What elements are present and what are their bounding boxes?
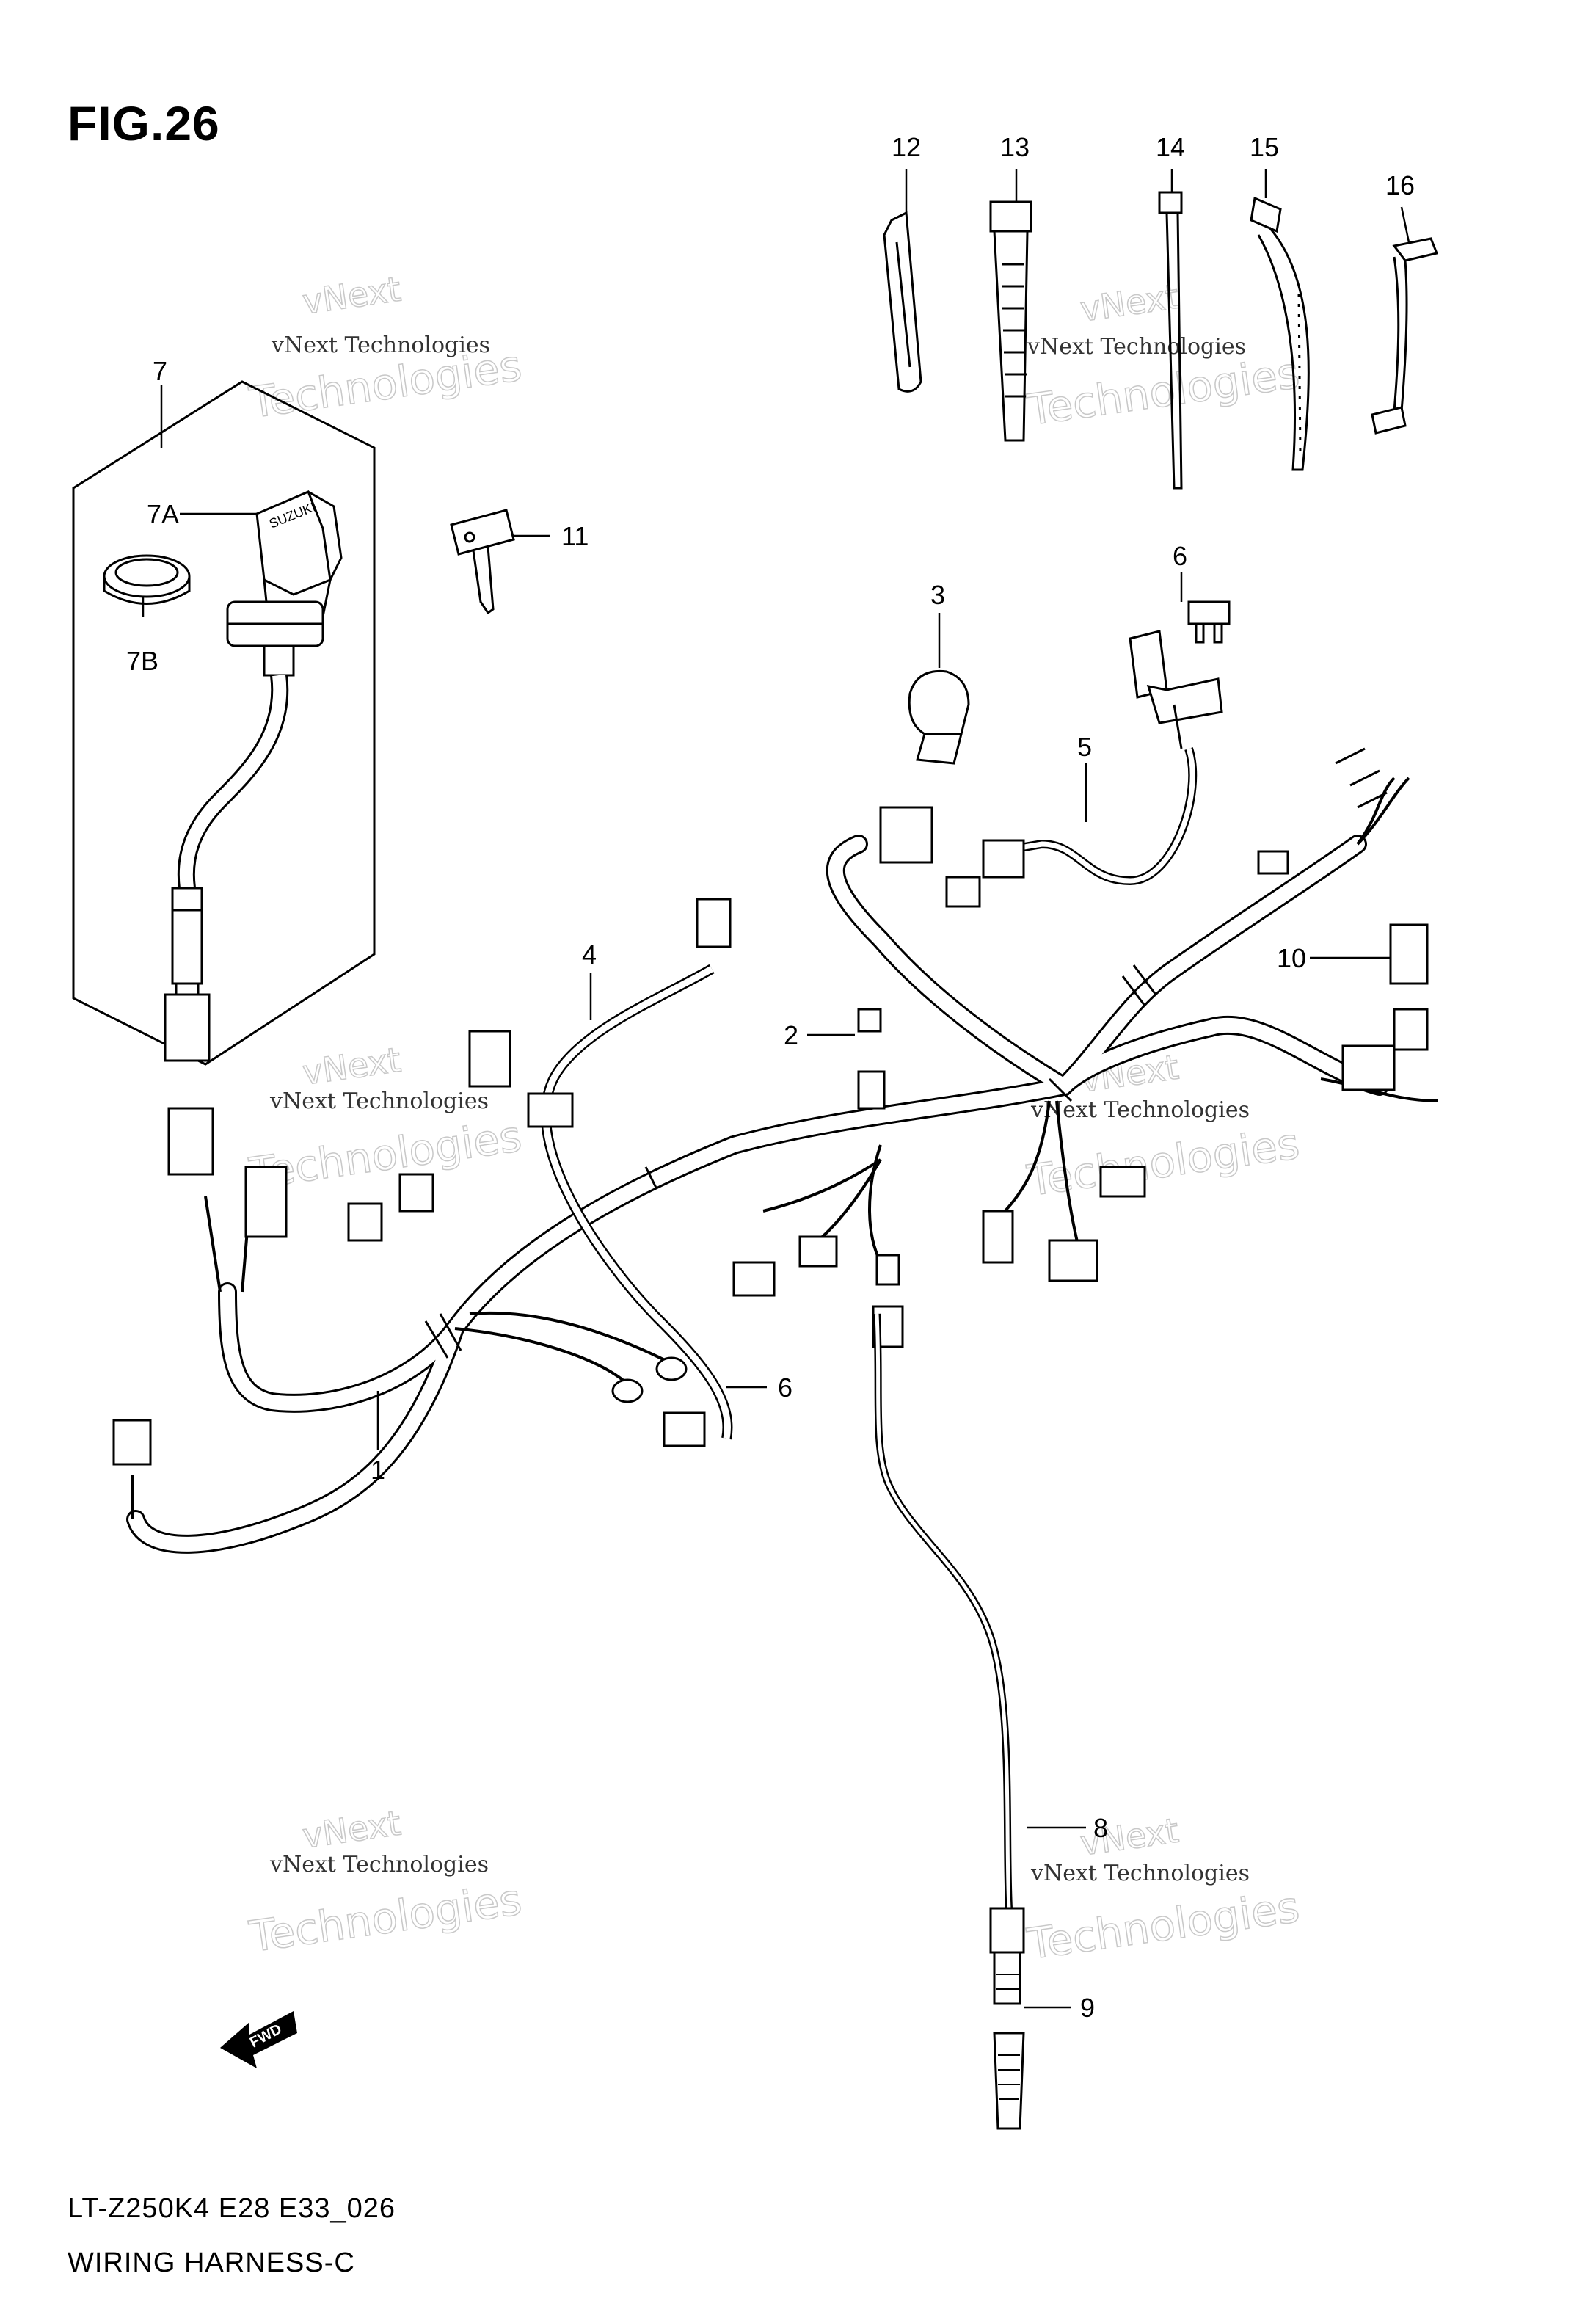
cable-tie-15: [1250, 196, 1310, 471]
connector: [1393, 1008, 1429, 1051]
fuse-2: [857, 1008, 882, 1033]
band-13: [989, 200, 1032, 442]
watermarks: vNext Technologies vNext Technologies vN…: [246, 269, 1303, 1970]
clamp-16: [1371, 237, 1439, 435]
callout-13: 13: [1000, 132, 1030, 162]
connector: [732, 1261, 776, 1297]
connector: [879, 806, 933, 864]
callout-1: 1: [371, 1455, 385, 1485]
ignition-switch-assembly: SUZUKI: [72, 380, 376, 1066]
watermark-outline-bottom: Technologies: [246, 1875, 524, 1962]
callout-3: 3: [930, 580, 945, 610]
leader-lines: [142, 169, 1410, 2009]
ignition-switch-7a: SUZUKI: [226, 490, 343, 677]
callout-11: 11: [561, 521, 589, 551]
fuse-holder-5: [982, 630, 1223, 886]
watermark-text: vNext Technologies: [271, 332, 490, 358]
watermark-outline-top: vNext: [300, 269, 404, 321]
watermark-outline-top: vNext: [300, 1803, 404, 1855]
assembly-frame: [72, 380, 376, 1066]
main-harness-1: [126, 777, 1439, 1554]
watermark-outline-bottom: Technologies: [1024, 1882, 1302, 1969]
callout-2: 2: [784, 1020, 798, 1050]
callout-10: 10: [1277, 943, 1306, 973]
connector: [945, 876, 981, 908]
connector: [347, 1202, 383, 1242]
connector: [112, 1419, 152, 1466]
callout-6: 6: [778, 1373, 792, 1403]
clamp-3: [908, 669, 970, 765]
callout-15: 15: [1250, 132, 1279, 162]
connector: [611, 1378, 644, 1403]
switch-nut-7b: [103, 554, 191, 605]
connector: [1257, 850, 1289, 875]
figure-name: WIRING HARNESS-C: [68, 2247, 355, 2278]
callout-16: 16: [1385, 170, 1415, 200]
connector: [655, 1356, 688, 1381]
figure-title: FIG.26: [68, 96, 220, 150]
callout-9: 9: [1080, 1993, 1095, 2023]
upper-parts: [908, 600, 1231, 886]
plug-9: [993, 2032, 1025, 2130]
connectors: [112, 747, 1429, 1466]
forward-arrow: FWD: [220, 2011, 297, 2068]
connector: [857, 1070, 886, 1110]
watermark-text: vNext Technologies: [1030, 1097, 1250, 1123]
connector: [1048, 1239, 1098, 1282]
connector: [875, 1254, 900, 1286]
connector: [798, 1235, 838, 1268]
clamps-and-ties: [883, 191, 1439, 490]
callout-7: 7: [153, 356, 167, 386]
callout-5: 5: [1077, 732, 1092, 762]
connector: [663, 1411, 706, 1447]
callouts: 12 13 14 15 16 7 7A 7B 11 3 6 5 10 2 4 6…: [126, 132, 1415, 2023]
callout-7b: 7B: [126, 646, 158, 676]
fuse-6: [1187, 600, 1231, 644]
sensor-8: [873, 1313, 1025, 2005]
figure-code: LT-Z250K4 E28 E33_026: [68, 2193, 396, 2224]
callout-12: 12: [892, 132, 921, 162]
watermark-text: vNext Technologies: [1030, 1861, 1250, 1886]
watermark-outline-bottom: Technologies: [1024, 1119, 1302, 1206]
callout-14: 14: [1156, 132, 1185, 162]
connector: [982, 1210, 1014, 1264]
connector: [398, 1173, 434, 1213]
callout-6-fuse: 6: [1173, 541, 1187, 571]
watermark-outline-bottom: Technologies: [1024, 348, 1302, 435]
connector: [1341, 1044, 1396, 1091]
cable-tie-14: [1158, 191, 1183, 490]
callout-8: 8: [1093, 1813, 1108, 1843]
watermark-text: vNext Technologies: [269, 1852, 489, 1877]
watermark-outline-bottom: Technologies: [246, 1111, 524, 1199]
ignition-key-11: [450, 509, 515, 615]
relay-10: [1389, 923, 1429, 985]
callout-4: 4: [582, 939, 597, 970]
watermark-text: vNext Technologies: [1027, 334, 1246, 360]
connector: [167, 1107, 214, 1176]
watermark-outline-top: vNext: [1078, 276, 1181, 329]
watermark-outline-top: vNext: [300, 1039, 404, 1092]
clamp-12: [883, 211, 922, 393]
connector: [1099, 1166, 1146, 1198]
callout-7a: 7A: [147, 499, 179, 529]
watermark-text: vNext Technologies: [269, 1088, 489, 1114]
connector: [244, 1166, 288, 1238]
sub-harness-4: [468, 898, 733, 1440]
